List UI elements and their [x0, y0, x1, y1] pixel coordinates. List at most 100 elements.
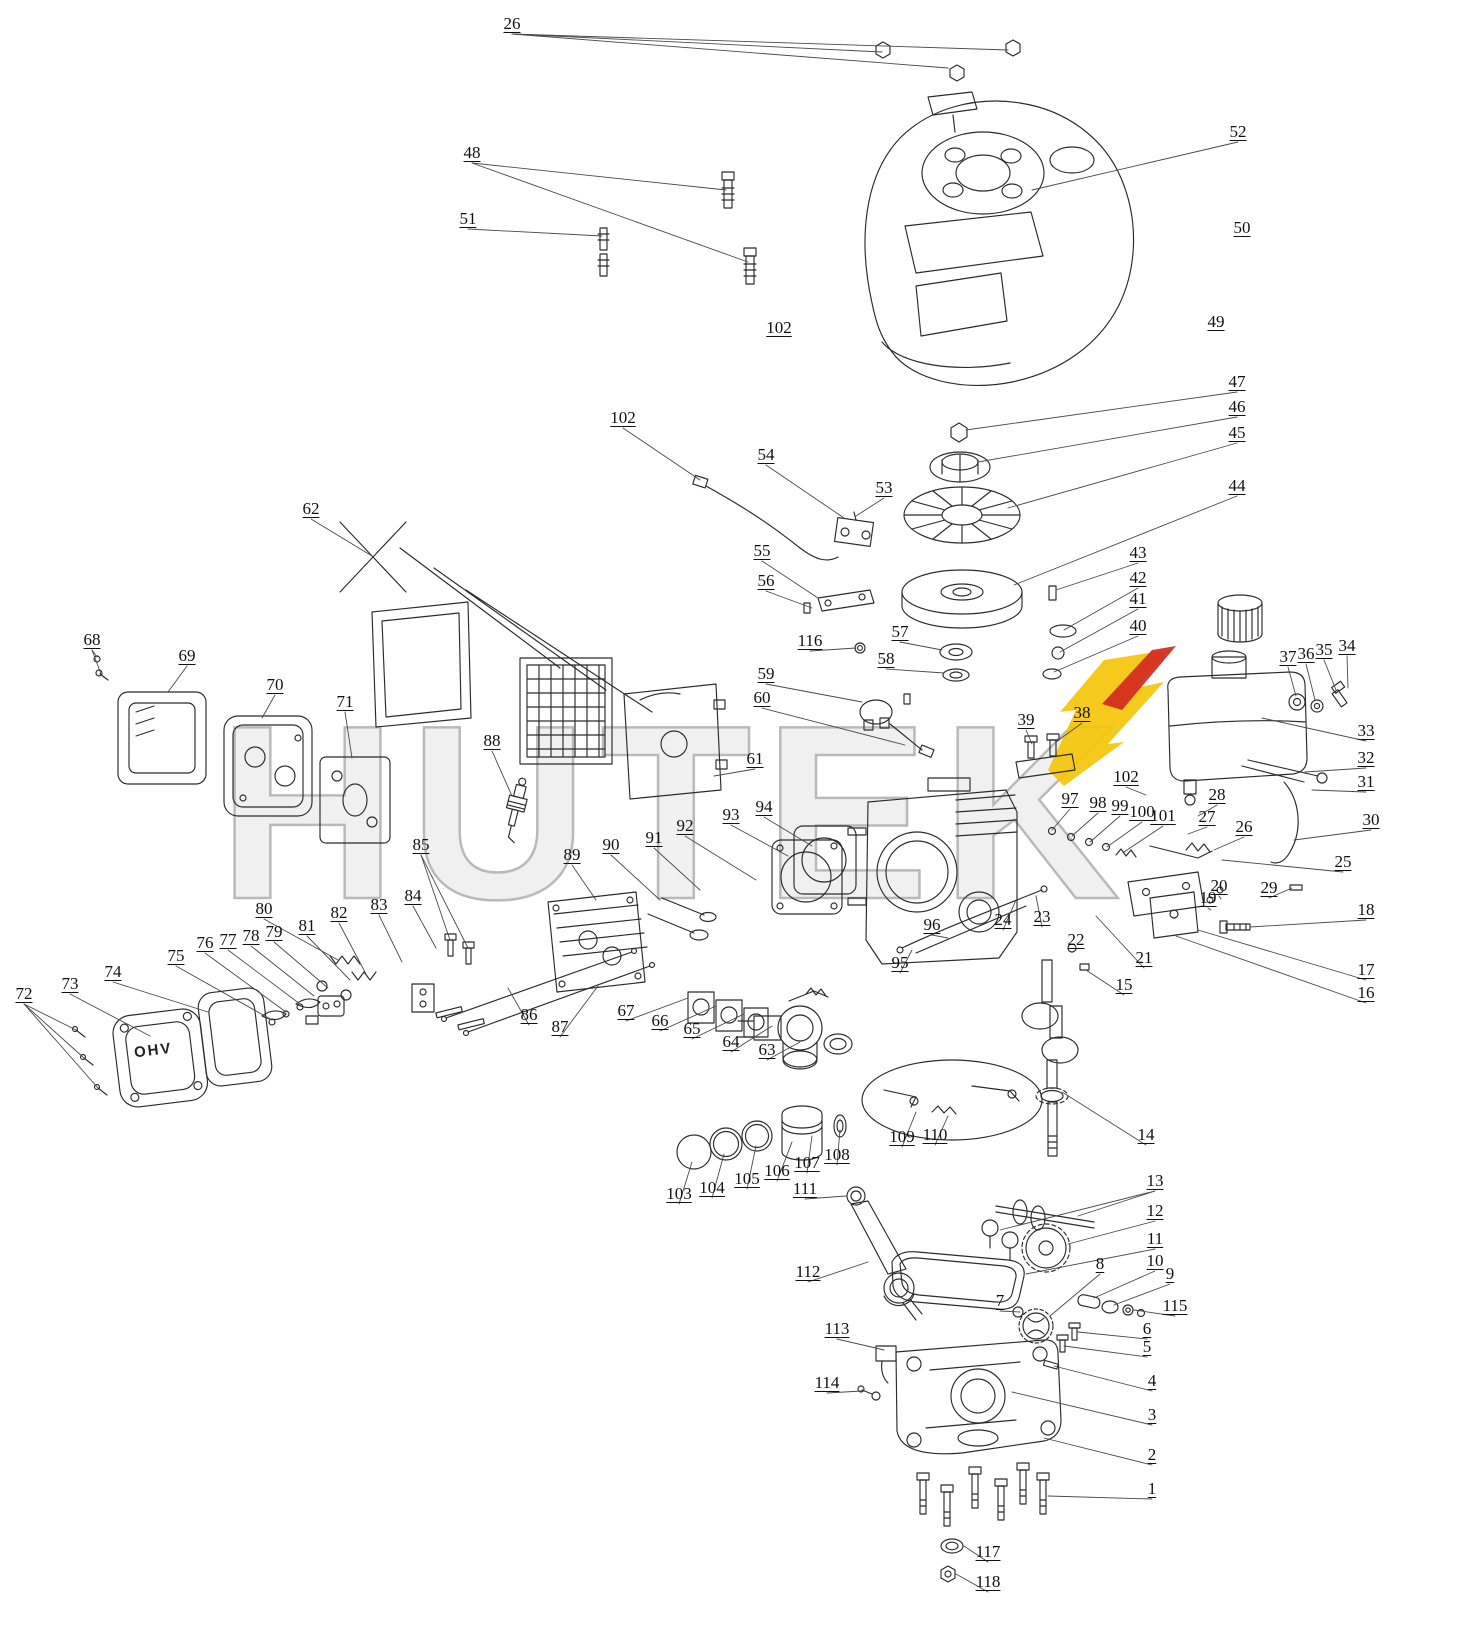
- part-callout-102: 102: [1113, 767, 1139, 786]
- part-callout-15: 15: [1115, 975, 1133, 994]
- head-gasket-drawing: [771, 825, 857, 915]
- part-callout-100: 100: [1129, 802, 1155, 821]
- part-callout-66: 66: [651, 1011, 669, 1030]
- air-filter-drawing: [93, 601, 728, 844]
- part-callout-51: 51: [459, 209, 477, 228]
- part-callout-78: 78: [242, 926, 260, 945]
- part-callout-1: 1: [1147, 1479, 1157, 1498]
- construction-lines: [339, 521, 653, 713]
- part-callout-106: 106: [764, 1161, 790, 1180]
- part-callout-25: 25: [1334, 852, 1352, 871]
- part-callout-53: 53: [875, 478, 893, 497]
- part-callout-32: 32: [1357, 748, 1375, 767]
- huter-logo-swoosh: [1048, 646, 1176, 786]
- part-callout-95: 95: [891, 953, 909, 972]
- part-callout-4: 4: [1147, 1371, 1157, 1390]
- part-callout-117: 117: [975, 1542, 1001, 1561]
- part-callout-91: 91: [645, 828, 663, 847]
- part-callout-67: 67: [617, 1001, 635, 1020]
- part-callout-30: 30: [1362, 810, 1380, 829]
- part-callout-24: 24: [994, 910, 1012, 929]
- part-callout-44: 44: [1228, 476, 1246, 495]
- top-fasteners-drawing: [597, 39, 1021, 285]
- part-callout-112: 112: [795, 1262, 821, 1281]
- part-callout-49: 49: [1207, 312, 1225, 331]
- case-bolts-drawing: [916, 1462, 1050, 1583]
- part-callout-36: 36: [1297, 644, 1315, 663]
- part-callout-11: 11: [1146, 1229, 1164, 1248]
- part-callout-42: 42: [1129, 568, 1147, 587]
- part-callout-111: 111: [792, 1179, 818, 1198]
- part-callout-63: 63: [758, 1040, 776, 1059]
- valve-drawing: [647, 897, 717, 941]
- part-callout-114: 114: [814, 1373, 840, 1392]
- part-callout-92: 92: [676, 816, 694, 835]
- crankshaft-drawing: [1021, 943, 1090, 1157]
- part-callout-58: 58: [877, 649, 895, 668]
- part-callout-56: 56: [757, 571, 775, 590]
- cylinder-head-drawing: [547, 891, 648, 993]
- part-callout-74: 74: [104, 962, 122, 981]
- part-callout-47: 47: [1228, 372, 1246, 391]
- part-callout-18: 18: [1357, 900, 1375, 919]
- part-callout-69: 69: [178, 646, 196, 665]
- part-callout-110: 110: [922, 1125, 948, 1144]
- part-callout-29: 29: [1260, 878, 1278, 897]
- part-callout-39: 39: [1017, 710, 1035, 729]
- breather-drawing: [857, 1345, 897, 1401]
- part-callout-76: 76: [196, 933, 214, 952]
- part-callout-75: 75: [167, 946, 185, 965]
- part-callout-113: 113: [824, 1319, 850, 1338]
- governor-linkage-drawing: [896, 733, 1137, 954]
- part-callout-86: 86: [520, 1005, 538, 1024]
- part-callout-43: 43: [1129, 543, 1147, 562]
- part-callout-26: 26: [1235, 817, 1253, 836]
- part-callout-21: 21: [1135, 948, 1153, 967]
- part-callout-35: 35: [1315, 640, 1333, 659]
- throttle-control-drawing: [1127, 842, 1303, 939]
- part-callout-60: 60: [753, 688, 771, 707]
- rocker-parts-drawing: [261, 933, 656, 1037]
- ignition-coil-drawing: [803, 511, 875, 654]
- part-callout-12: 12: [1146, 1201, 1164, 1220]
- part-callout-19: 19: [1199, 888, 1217, 907]
- part-callout-97: 97: [1061, 789, 1079, 808]
- part-callout-103: 103: [666, 1184, 692, 1203]
- governor-gear-drawing: [1012, 1294, 1146, 1370]
- part-callout-28: 28: [1208, 785, 1226, 804]
- part-callout-62: 62: [302, 499, 320, 518]
- part-callout-77: 77: [219, 930, 237, 949]
- part-callout-115: 115: [1162, 1296, 1188, 1315]
- part-callout-99: 99: [1111, 796, 1129, 815]
- engine-block-drawing: [847, 777, 1018, 965]
- part-callout-46: 46: [1228, 397, 1246, 416]
- valve-cover-drawing: [71, 987, 273, 1108]
- part-callout-9: 9: [1165, 1264, 1175, 1283]
- part-callout-52: 52: [1229, 122, 1247, 141]
- part-callout-96: 96: [923, 915, 941, 934]
- part-callout-37: 37: [1279, 647, 1297, 666]
- part-callout-34: 34: [1338, 636, 1356, 655]
- part-callout-54: 54: [757, 445, 775, 464]
- part-callout-102: 102: [766, 318, 792, 337]
- part-callout-94: 94: [755, 797, 773, 816]
- carburetor-drawing: [687, 987, 853, 1070]
- part-callout-57: 57: [891, 622, 909, 641]
- part-callout-59: 59: [757, 664, 775, 683]
- part-callout-16: 16: [1357, 983, 1375, 1002]
- connecting-rod-drawing: [846, 1186, 923, 1321]
- part-callout-8: 8: [1095, 1254, 1105, 1273]
- part-callout-102: 102: [610, 408, 636, 427]
- part-callout-93: 93: [722, 805, 740, 824]
- part-callout-89: 89: [563, 845, 581, 864]
- part-callout-105: 105: [734, 1169, 760, 1188]
- part-callout-87: 87: [551, 1017, 569, 1036]
- part-callout-22: 22: [1067, 930, 1085, 949]
- part-callout-90: 90: [602, 835, 620, 854]
- part-callout-7: 7: [995, 1291, 1005, 1310]
- part-callout-3: 3: [1147, 1405, 1157, 1424]
- part-callout-65: 65: [683, 1019, 701, 1038]
- part-callout-26: 26: [503, 14, 521, 33]
- piston-rings-drawing: [676, 1105, 847, 1170]
- leader-lines: [23, 33, 1372, 1593]
